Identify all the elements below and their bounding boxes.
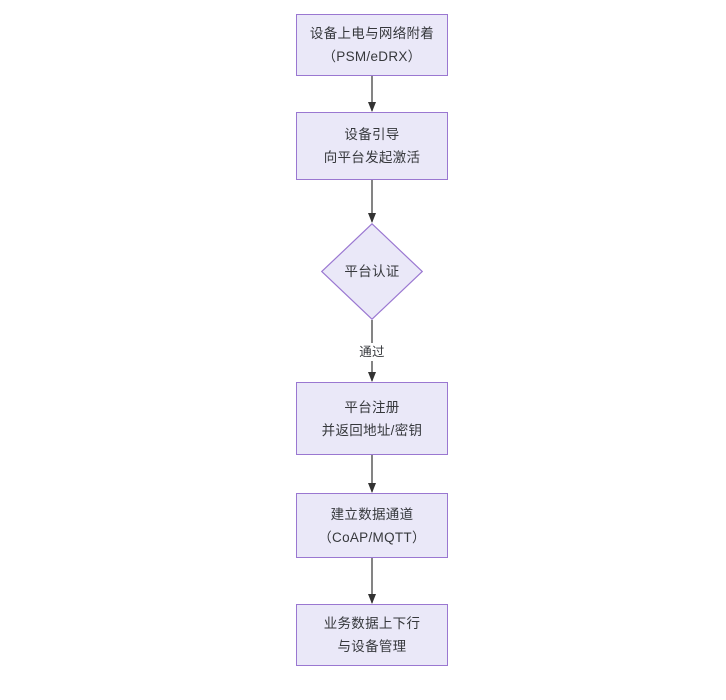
node-label: 业务数据上下行 与设备管理 <box>323 616 421 654</box>
node-label: 建立数据通道 （CoAP/MQTT） <box>318 506 426 545</box>
node-device-bootstrap[interactable]: 设备引导 向平台发起激活 <box>296 112 448 180</box>
edge-label-pass: 通过 <box>357 343 387 361</box>
node-label: 平台注册 并返回地址/密钥 <box>321 399 423 438</box>
node-business-data-and-device-management[interactable]: 业务数据上下行 与设备管理 <box>296 604 448 666</box>
diamond-icon <box>321 223 423 320</box>
node-platform-authentication-decision[interactable]: 平台认证 <box>321 223 423 320</box>
node-device-power-on[interactable]: 设备上电与网络附着 （PSM/eDRX） <box>296 14 448 76</box>
node-label: 设备上电与网络附着 （PSM/eDRX） <box>309 26 435 64</box>
node-label: 平台认证 <box>344 264 400 279</box>
node-establish-data-channel[interactable]: 建立数据通道 （CoAP/MQTT） <box>296 493 448 558</box>
node-label: 设备引导 向平台发起激活 <box>323 127 421 165</box>
node-platform-registration[interactable]: 平台注册 并返回地址/密钥 <box>296 382 448 455</box>
